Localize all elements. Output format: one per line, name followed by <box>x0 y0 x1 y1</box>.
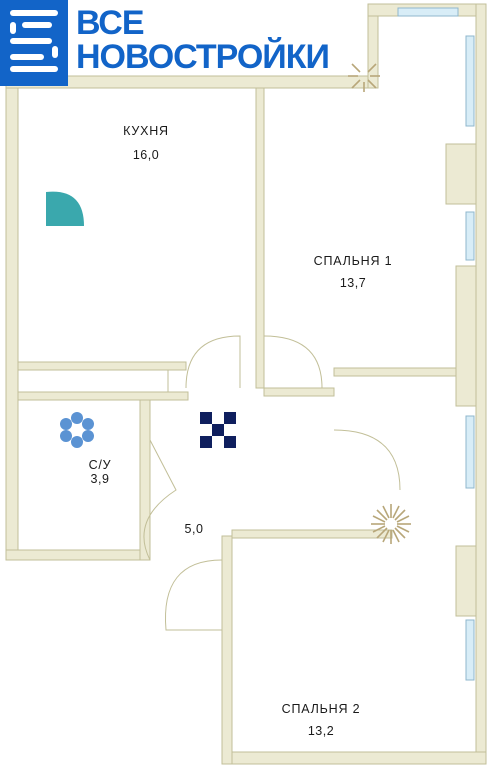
wall-bottom-left <box>5 549 151 561</box>
room-area-bathroom: 3,9 <box>90 472 110 486</box>
wall-partition-kb <box>255 87 265 389</box>
window-right-1 <box>465 35 475 127</box>
sun-icon <box>348 63 411 544</box>
door-kitchen <box>185 335 241 389</box>
door-bedroom1 <box>263 335 323 389</box>
bathroom-flower-icon <box>60 412 94 448</box>
room-area-bedroom1: 13,7 <box>339 276 367 290</box>
hall-checker-icon <box>200 412 236 448</box>
window-top <box>397 7 459 17</box>
wall-right <box>475 3 487 765</box>
wall-kitchen-bottom <box>17 361 187 371</box>
room-area-kitchen: 16,0 <box>132 148 160 162</box>
brand-line-2: НОВОСТРОЙКИ <box>76 38 330 76</box>
door-bathroom <box>143 439 177 561</box>
room-label-bathroom: С/У <box>88 458 112 472</box>
window-right-2 <box>465 211 475 261</box>
pillar-1 <box>445 143 477 205</box>
pillar-2 <box>455 265 477 407</box>
room-label-bedroom2: СПАЛЬНЯ 2 <box>281 702 361 716</box>
room-area-hall: 5,0 <box>184 522 204 536</box>
kitchen-leaf-icon <box>46 191 84 226</box>
room-label-kitchen: КУХНЯ <box>123 124 169 138</box>
wall-b1-bottom <box>263 387 335 397</box>
wall-left <box>5 87 19 559</box>
brand-name: ВСЕ НОВОСТРОЙКИ <box>76 4 330 76</box>
door-bedroom2 <box>164 559 223 631</box>
pillar-3 <box>455 545 477 617</box>
logo-dots-icon <box>10 10 58 72</box>
logo-mark-icon <box>0 0 68 86</box>
room-area-bedroom2: 13,2 <box>307 724 335 738</box>
closet-row <box>17 369 169 393</box>
wall-bath-right <box>139 399 151 561</box>
wall-b1-bottom-r <box>333 367 477 377</box>
door-bedroom1-b <box>333 429 401 491</box>
wall-b2-left <box>221 535 233 765</box>
wall-bottom <box>221 751 487 765</box>
wall-b2-top <box>231 529 393 539</box>
room-label-bedroom1: СПАЛЬНЯ 1 <box>313 254 393 268</box>
wall-bath-top <box>17 391 189 401</box>
window-right-4 <box>465 619 475 681</box>
brand-line-1: ВСЕ <box>76 4 144 42</box>
window-right-3 <box>465 415 475 489</box>
